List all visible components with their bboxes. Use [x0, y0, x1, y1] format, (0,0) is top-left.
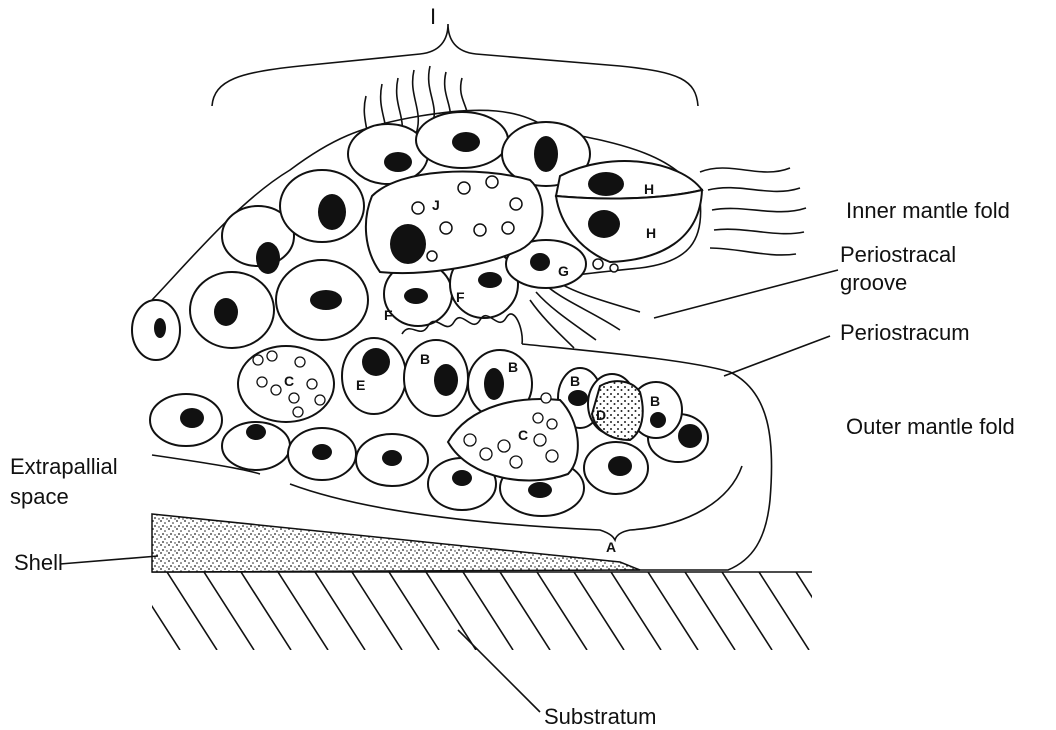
cell-label-g: G [558, 263, 569, 279]
substratum-hatching [130, 572, 846, 650]
hatch-line [722, 572, 772, 650]
cell-label-b3: B [570, 373, 580, 389]
hatch-line [759, 572, 809, 650]
label-extrapallial-line1: Extrapallial [10, 454, 118, 479]
cell-label-d: D [596, 407, 606, 423]
cilia-right [700, 168, 806, 255]
label-periostracal-groove-line2: groove [840, 270, 907, 295]
cell-label-b4: B [650, 393, 660, 409]
cell-label-j: J [432, 197, 440, 213]
label-shell: Shell [14, 550, 63, 575]
hatch-line [685, 572, 735, 650]
hatch-line [537, 572, 587, 650]
hatch-line [315, 572, 365, 650]
hatch-line [389, 572, 439, 650]
cell-label-e: E [356, 377, 365, 393]
label-extrapallial-line2: space [10, 484, 69, 509]
label-top-bracket: I [430, 4, 436, 29]
hatch-line [463, 572, 513, 650]
hatch-line [796, 572, 846, 650]
cell-label-h2: H [646, 225, 656, 241]
cell-label-h1: H [644, 181, 654, 197]
hatch-line [352, 572, 402, 650]
hatch-line [574, 572, 624, 650]
cell-label-b1: B [420, 351, 430, 367]
cell-label-a: A [606, 539, 616, 555]
hatch-line [130, 572, 180, 650]
hatch-line [241, 572, 291, 650]
hatch-line [611, 572, 661, 650]
hatch-line [167, 572, 217, 650]
top-bracket [212, 24, 698, 106]
label-periostracal-groove-line1: Periostracal [840, 242, 956, 267]
label-outer-mantle-fold: Outer mantle fold [846, 414, 1015, 439]
hatch-line [500, 572, 550, 650]
label-substratum: Substratum [544, 704, 657, 729]
hatch-line [278, 572, 328, 650]
label-periostracum: Periostracum [840, 320, 970, 345]
label-inner-mantle-fold: Inner mantle fold [846, 198, 1010, 223]
hatch-line [204, 572, 254, 650]
hatch-line [648, 572, 698, 650]
cell-label-c2: C [518, 427, 528, 443]
cell-label-f1: F [384, 307, 393, 323]
hatch-line [426, 572, 476, 650]
shell-layer [152, 514, 640, 572]
cell-label-c1: C [284, 373, 294, 389]
cell-label-b2: B [508, 359, 518, 375]
cell-label-f2: F [456, 289, 465, 305]
